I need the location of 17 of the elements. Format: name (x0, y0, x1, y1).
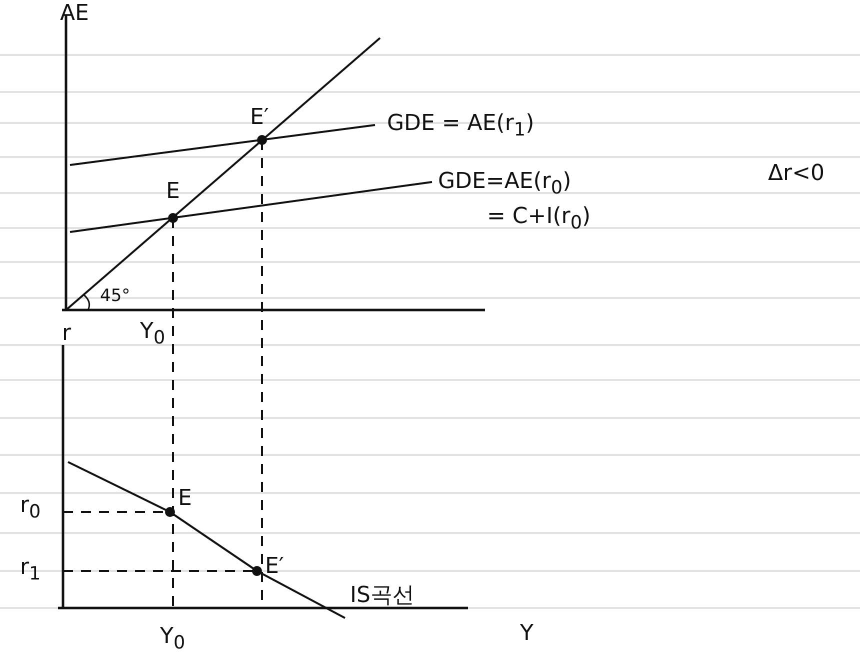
angle-label: 45° (100, 287, 130, 306)
point-label: E (178, 487, 192, 512)
point-label: E′ (250, 106, 269, 130)
curve-label: GDE = AE(r$_{1}$) (387, 112, 534, 141)
curve-label: = C+I(r$_{0}$) (487, 205, 591, 234)
axis-label: Y (520, 622, 534, 646)
axis-tick-label: Y$_{0}$ (160, 625, 186, 654)
point-label: E (166, 180, 180, 204)
axis-label: r (62, 322, 72, 346)
curve-label: GDE=AE(r$_{0}$) (438, 170, 572, 199)
axis-tick-label: r$_{0}$ (20, 494, 41, 523)
annotation: Δr<0 (768, 162, 825, 186)
axis-tick-label: r$_{1}$ (20, 556, 41, 585)
point-label: E′ (265, 555, 284, 580)
axis-tick-label: Y$_{0}$ (140, 320, 166, 349)
curve-label: IS곡선 (350, 584, 414, 608)
axis-label: AE (60, 2, 89, 26)
